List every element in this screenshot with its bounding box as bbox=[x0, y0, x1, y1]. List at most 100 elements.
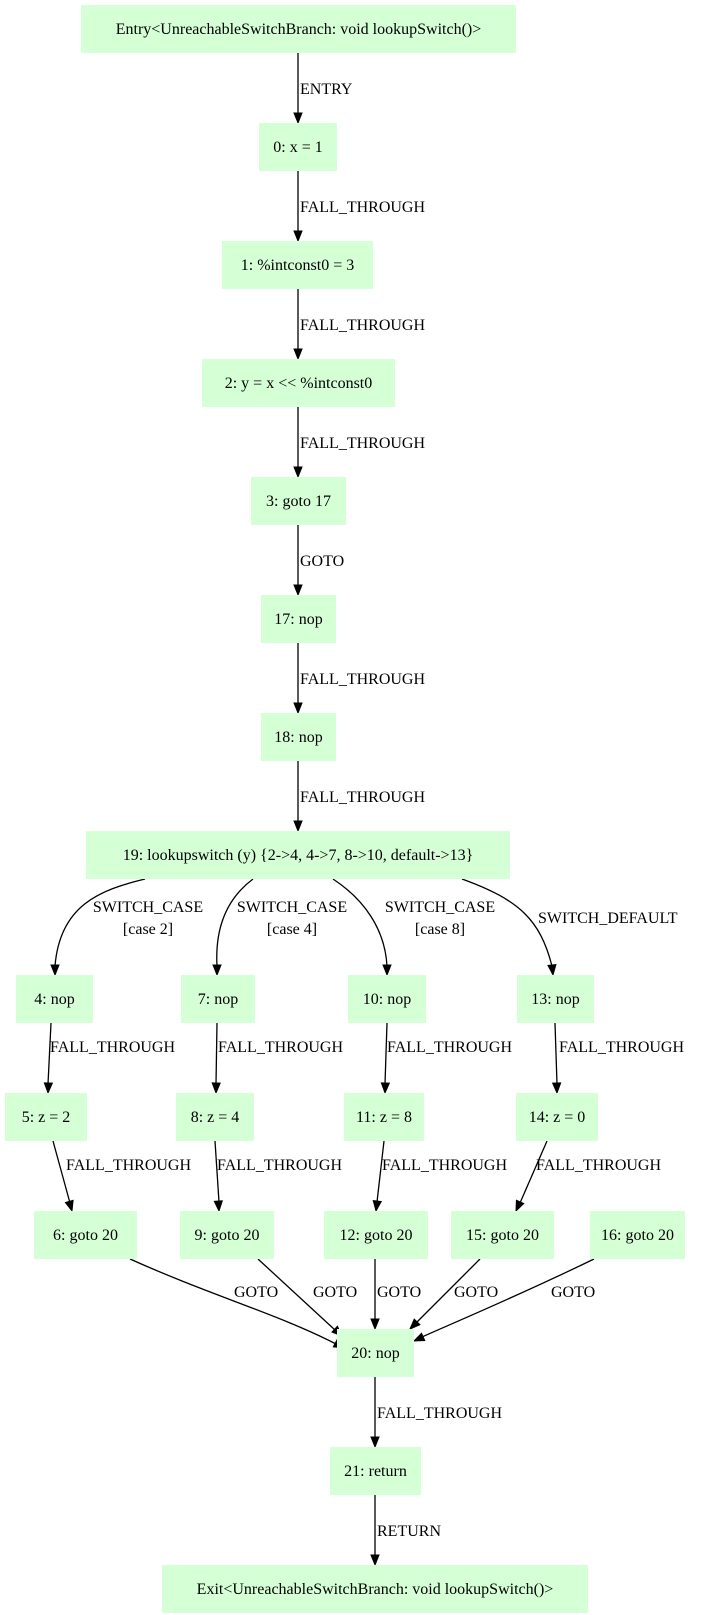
edge-n6-to-n20: GOTO bbox=[129, 1258, 346, 1349]
node-n16: 16: goto 20 bbox=[590, 1211, 685, 1259]
edge-line bbox=[47, 1022, 52, 1085]
node-label: 15: goto 20 bbox=[466, 1227, 539, 1244]
node-box bbox=[324, 1211, 428, 1259]
node-label: 6: goto 20 bbox=[53, 1227, 118, 1244]
arrow-head bbox=[212, 964, 222, 977]
node-n6: 6: goto 20 bbox=[34, 1211, 137, 1259]
arrow-head bbox=[293, 466, 303, 479]
node-n2: 2: y = x << %intconst0 bbox=[202, 359, 395, 407]
edge-n5-to-n6: FALL_THROUGH bbox=[52, 1140, 191, 1213]
node-box bbox=[86, 831, 510, 879]
arrow-head bbox=[293, 820, 303, 833]
edge-line bbox=[461, 878, 553, 967]
node-box bbox=[162, 1565, 588, 1613]
arrow-head bbox=[293, 584, 303, 597]
node-n13: 13: nop bbox=[517, 975, 594, 1023]
node-label: Entry<UnreachableSwitchBranch: void look… bbox=[116, 21, 482, 38]
node-n12: 12: goto 20 bbox=[324, 1211, 428, 1259]
node-label: 14: z = 0 bbox=[529, 1109, 586, 1126]
arrow-head bbox=[293, 702, 303, 715]
arrow-head bbox=[409, 1318, 421, 1330]
edge-label: FALL_THROUGH bbox=[300, 317, 425, 334]
node-label: 8: z = 4 bbox=[191, 1109, 240, 1126]
node-label: 9: goto 20 bbox=[195, 1227, 260, 1244]
node-label: 16: goto 20 bbox=[601, 1227, 674, 1244]
node-label: 5: z = 2 bbox=[22, 1109, 71, 1126]
edge-n12-to-n20: GOTO bbox=[370, 1259, 421, 1331]
edge-line bbox=[384, 1022, 388, 1085]
node-box bbox=[348, 975, 426, 1023]
node-n9: 9: goto 20 bbox=[180, 1211, 274, 1259]
edge-line bbox=[216, 878, 254, 967]
edge-label: SWITCH_CASE bbox=[237, 899, 347, 916]
edge-n15-to-n20: GOTO bbox=[409, 1258, 498, 1330]
edge-label: FALL_THROUGH bbox=[300, 789, 425, 806]
edge-line bbox=[52, 1140, 71, 1204]
node-box bbox=[222, 241, 373, 289]
node-n4: 4: nop bbox=[16, 975, 93, 1023]
edge-n13-to-n14: FALL_THROUGH bbox=[551, 1022, 684, 1095]
arrow-head bbox=[50, 964, 60, 977]
edge-label: FALL_THROUGH bbox=[559, 1039, 684, 1056]
edge-label: FALL_THROUGH bbox=[382, 1157, 507, 1174]
edge-line bbox=[415, 1258, 481, 1324]
edge-n14-to-n15: FALL_THROUGH bbox=[515, 1140, 661, 1213]
arrow-head bbox=[382, 964, 392, 977]
node-box bbox=[34, 1211, 137, 1259]
edge-n21-to-exit: RETURN bbox=[370, 1495, 441, 1567]
edge-label: GOTO bbox=[377, 1284, 421, 1301]
edge-label: GOTO bbox=[313, 1284, 357, 1301]
node-box bbox=[590, 1211, 685, 1259]
arrow-head bbox=[551, 1082, 562, 1095]
edge-label: RETURN bbox=[377, 1523, 441, 1540]
node-box bbox=[337, 1329, 414, 1377]
node-n14: 14: z = 0 bbox=[516, 1093, 598, 1141]
edge-n10-to-n11: FALL_THROUGH bbox=[380, 1022, 512, 1095]
node-box bbox=[180, 1211, 274, 1259]
arrow-head bbox=[380, 1082, 391, 1095]
edge-label: SWITCH_CASE bbox=[385, 899, 495, 916]
edge-label: [case 2] bbox=[123, 921, 173, 938]
edge-line bbox=[332, 878, 388, 967]
node-label: 19: lookupswitch (y) {2->4, 4->7, 8->10,… bbox=[123, 847, 474, 864]
node-box bbox=[251, 477, 346, 525]
node-box bbox=[181, 975, 255, 1023]
edge-label: FALL_THROUGH bbox=[300, 435, 425, 452]
edge-label: FALL_THROUGH bbox=[536, 1157, 661, 1174]
node-label: 3: goto 17 bbox=[266, 493, 331, 510]
edge-n8-to-n9: FALL_THROUGH bbox=[213, 1140, 342, 1213]
edge-n19-to-n13: SWITCH_DEFAULT bbox=[461, 878, 678, 977]
edge-label: SWITCH_CASE bbox=[93, 899, 203, 916]
edge-n20-to-n21: FALL_THROUGH bbox=[370, 1377, 502, 1449]
edge-label: FALL_THROUGH bbox=[217, 1157, 342, 1174]
edge-n7-to-n8: FALL_THROUGH bbox=[211, 1022, 343, 1095]
edge-n16-to-n20: GOTO bbox=[412, 1258, 595, 1342]
edge-n0-to-n1: FALL_THROUGH bbox=[293, 171, 425, 243]
arrow-head bbox=[370, 1436, 380, 1449]
node-label: 0: x = 1 bbox=[273, 139, 322, 156]
node-box bbox=[344, 1093, 424, 1141]
edge-line bbox=[376, 1140, 385, 1203]
node-label: 17: nop bbox=[274, 611, 322, 628]
edge-label: FALL_THROUGH bbox=[387, 1039, 512, 1056]
node-label: 13: nop bbox=[531, 991, 579, 1008]
edge-entry-to-0: ENTRY bbox=[293, 53, 353, 125]
edge-label: GOTO bbox=[234, 1284, 278, 1301]
edge-label: SWITCH_DEFAULT bbox=[538, 910, 678, 927]
edge-label: [case 4] bbox=[267, 921, 317, 938]
node-box bbox=[16, 975, 93, 1023]
arrow-head bbox=[515, 1199, 525, 1213]
edge-n4-to-n5: FALL_THROUGH bbox=[43, 1022, 175, 1095]
node-label: 20: nop bbox=[351, 1345, 399, 1362]
edge-n19-to-n7: SWITCH_CASE [case 4] bbox=[212, 878, 347, 977]
node-exit: Exit<UnreachableSwitchBranch: void looku… bbox=[162, 1565, 588, 1613]
node-label: 21: return bbox=[344, 1463, 407, 1480]
arrow-head bbox=[293, 348, 303, 361]
edge-line bbox=[214, 1140, 220, 1203]
node-label: 11: z = 8 bbox=[356, 1109, 412, 1126]
node-n18: 18: nop bbox=[261, 713, 336, 761]
node-box bbox=[261, 713, 336, 761]
node-n1: 1: %intconst0 = 3 bbox=[222, 241, 373, 289]
edge-n19-to-n10: SWITCH_CASE[case 8] bbox=[332, 878, 495, 977]
